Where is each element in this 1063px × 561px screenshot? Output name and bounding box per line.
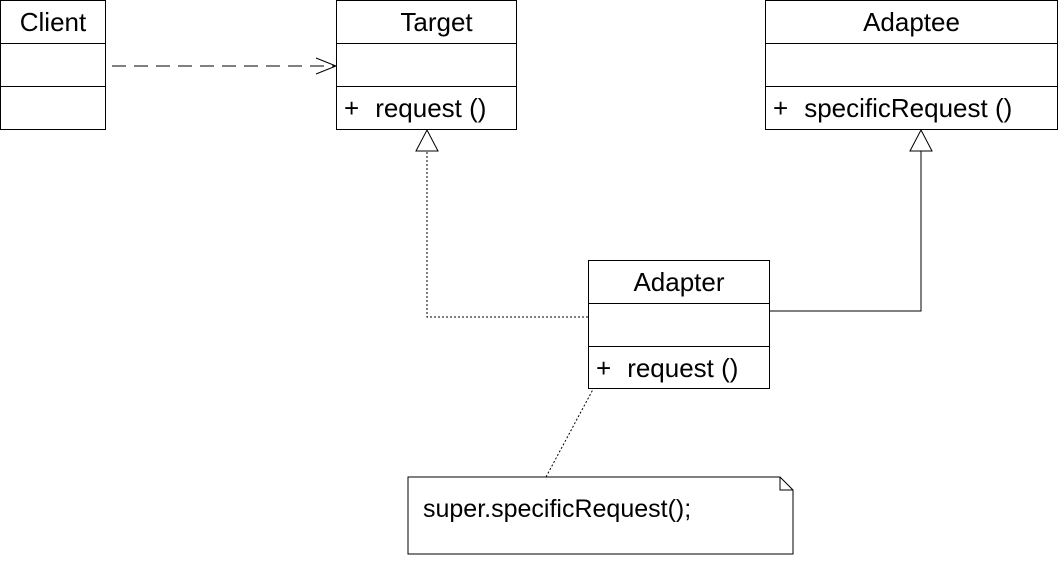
adaptee-class-name: Adaptee: [863, 7, 960, 37]
target-name-compartment: Target: [337, 1, 516, 44]
target-attributes-compartment: [337, 44, 516, 87]
client-attributes-compartment: [1, 44, 105, 87]
note-text: super.specificRequest();: [423, 495, 692, 523]
adaptee-attributes-compartment: [766, 44, 1057, 87]
adaptee-operation-visibility: +: [773, 93, 789, 123]
client-class[interactable]: Client: [0, 0, 106, 130]
adapter-name-compartment: Adapter: [589, 261, 769, 304]
adapter-class[interactable]: Adapter + request (): [588, 260, 770, 389]
note-anchor-line: [545, 379, 599, 478]
adapter-operation-visibility: +: [596, 352, 612, 383]
adapter-operations-compartment: + request (): [589, 347, 769, 388]
adapter-operation-name: request (): [627, 352, 739, 383]
realization-line: [426, 151, 588, 318]
note-shape: [407, 476, 794, 555]
adapter-class-name: Adapter: [633, 267, 725, 297]
note-fold: [779, 477, 793, 491]
adaptee-operation-name: specificRequest (): [804, 93, 1013, 123]
generalization-line: [770, 151, 922, 312]
target-interface-name: Target: [400, 7, 473, 37]
adapter-attributes-compartment: [589, 304, 769, 347]
generalization-arrowhead: [909, 128, 933, 152]
target-operations-compartment: + request (): [337, 87, 516, 129]
adaptee-name-compartment: Adaptee: [766, 1, 1057, 44]
target-operation-visibility: +: [344, 93, 360, 123]
adaptee-operations-compartment: + specificRequest (): [766, 87, 1057, 129]
realization-arrowhead: [415, 128, 439, 152]
client-class-name: Client: [19, 7, 87, 37]
target-interface[interactable]: Target + request (): [336, 0, 517, 130]
target-operation-name: request (): [375, 93, 487, 123]
adaptee-class[interactable]: Adaptee + specificRequest (): [765, 0, 1058, 130]
client-operations-compartment: [1, 87, 105, 129]
client-class-name-compartment: Client: [1, 1, 105, 44]
